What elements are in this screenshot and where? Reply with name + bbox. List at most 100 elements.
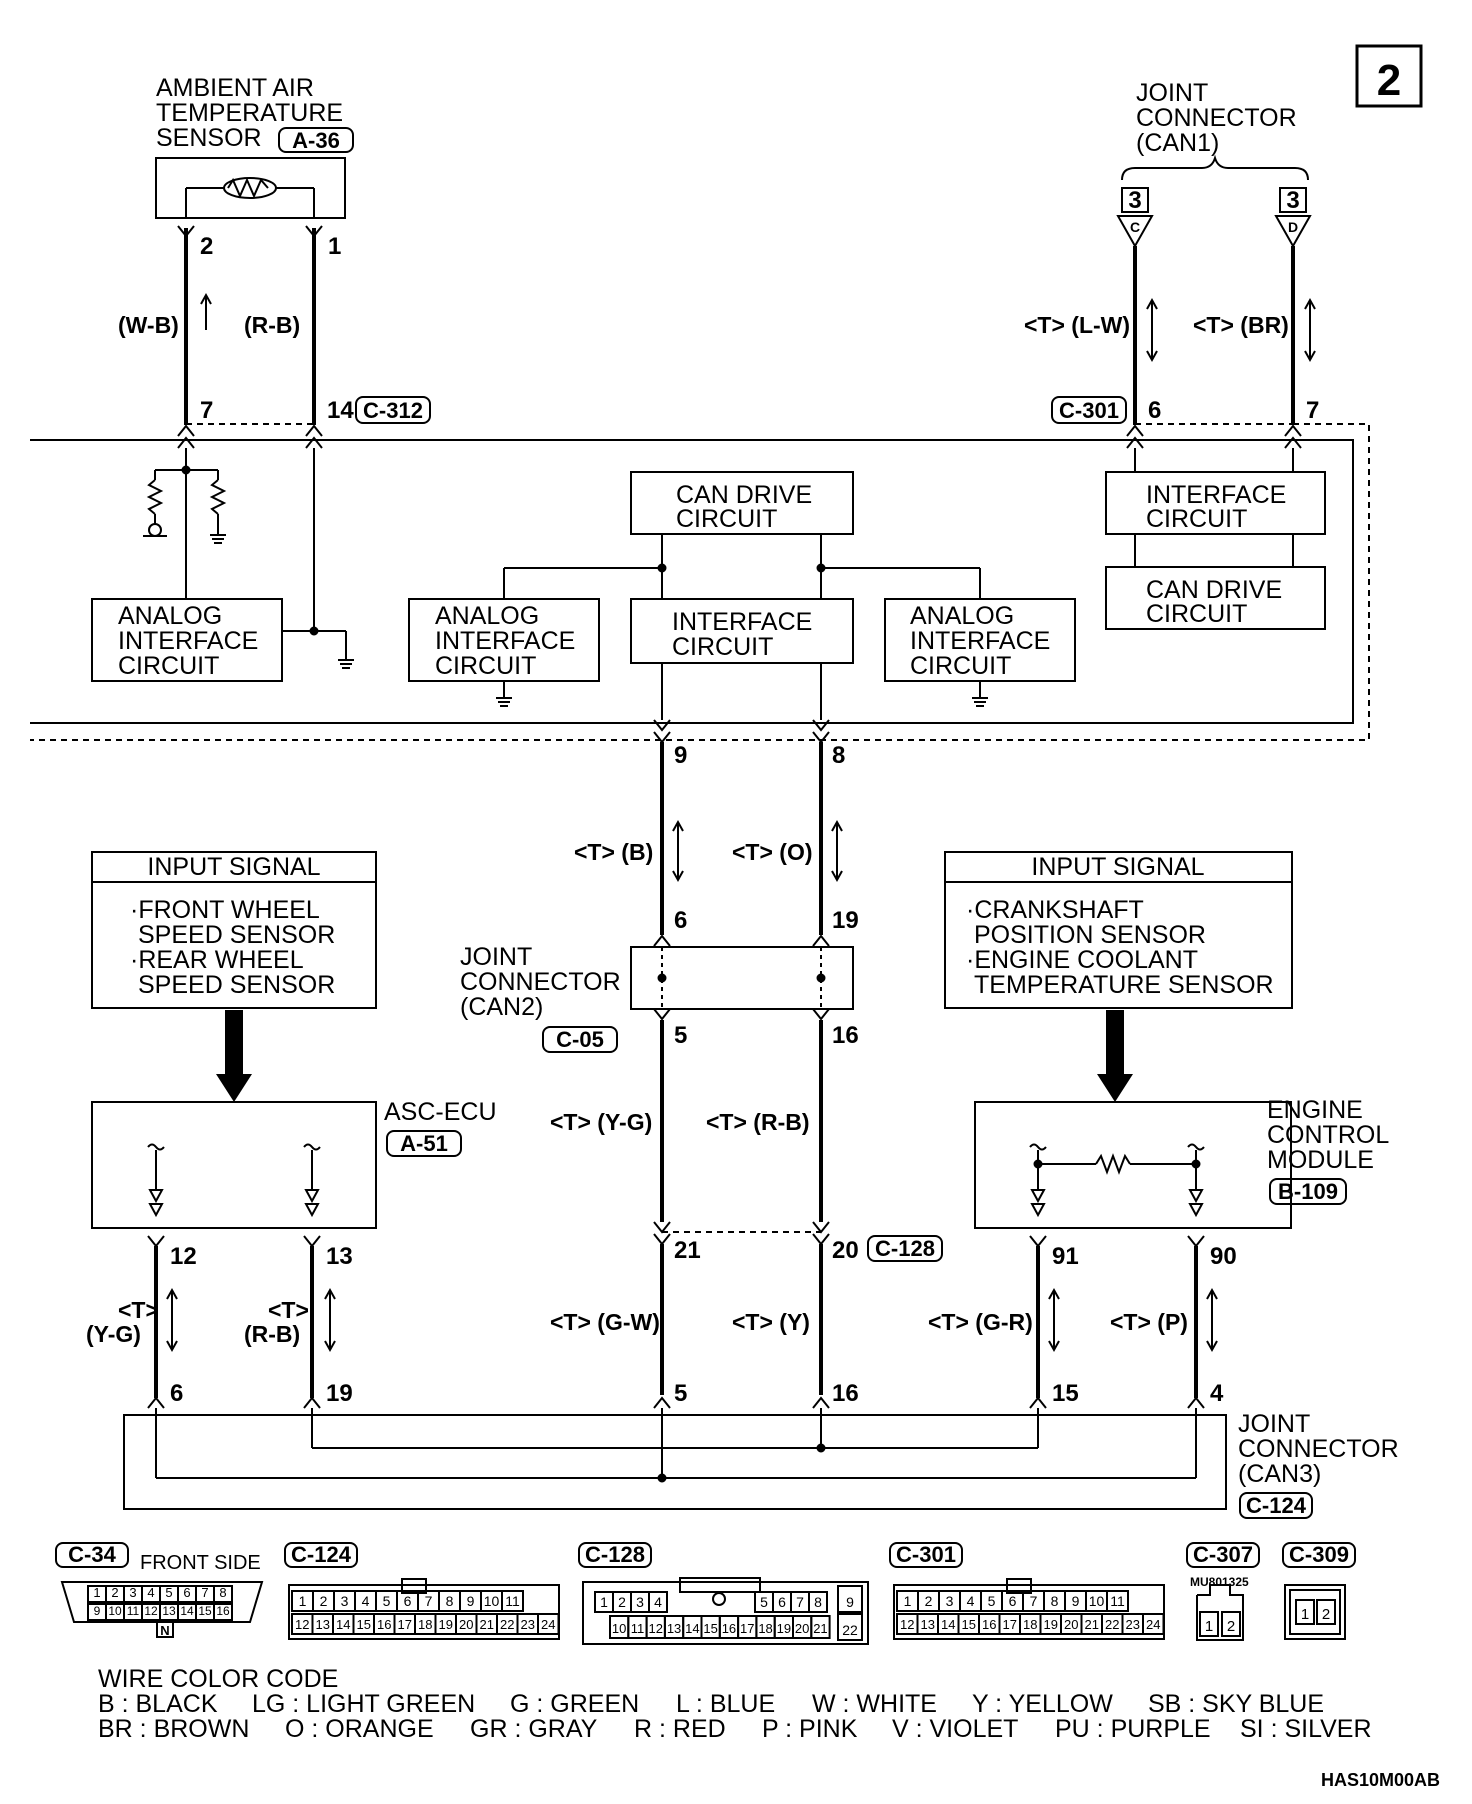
analog-right-label-3: CIRCUIT (910, 652, 1011, 680)
legend-o: O : ORANGE (285, 1715, 434, 1743)
pin-12: 12 (170, 1243, 197, 1270)
lower-wires (154, 1246, 1198, 1398)
center-bottom-wires (660, 1244, 823, 1395)
pin-number: 13 (316, 1617, 330, 1632)
sensor-label-1: AMBIENT AIR (156, 74, 314, 102)
ecm-label-2: CONTROL (1267, 1121, 1389, 1149)
interface-mid-label-2: CIRCUIT (672, 633, 773, 661)
wire-t-13: <T> (268, 1297, 309, 1323)
pin-cell (648, 1591, 668, 1613)
pin-number: 16 (377, 1617, 391, 1632)
legend-pu: PU : PURPLE (1055, 1715, 1211, 1743)
analog-mid-label-2: INTERFACE (435, 627, 575, 655)
pin-number: 1 (93, 1585, 100, 1600)
meter-boundary (30, 439, 1354, 724)
can2-label-3: (CAN2) (460, 993, 543, 1021)
pin-number: 9 (94, 1604, 101, 1618)
can1-ref-d: 3 (1286, 187, 1299, 214)
can1-ref-c: 3 (1128, 187, 1141, 214)
pin-19-can2: 19 (832, 907, 859, 934)
c34-key: N (160, 1623, 169, 1638)
legend-y: Y : YELLOW (972, 1690, 1113, 1718)
page-number: 2 (1377, 56, 1401, 105)
pin-number: 22 (500, 1617, 514, 1632)
wire-color-y-g: <T> (Y-G) (550, 1109, 652, 1135)
wire-t-12: <T> (118, 1297, 159, 1323)
legend-br: BR : BROWN (98, 1715, 249, 1743)
input-right-line-1: ·CRANKSHAFT (966, 896, 1144, 924)
pin-number: 13 (162, 1604, 176, 1618)
pin-number: 19 (439, 1617, 453, 1632)
upper-wires (184, 228, 316, 425)
pin-number: 5 (383, 1593, 391, 1609)
pin-cell (213, 1585, 233, 1603)
analog-left-label-1: ANALOG (118, 602, 222, 630)
analog-left-label-3: CIRCUIT (118, 652, 219, 680)
input-signal-left (91, 851, 377, 1009)
pin-number: 10 (484, 1593, 500, 1609)
pin-cell (837, 1613, 863, 1641)
pin-number: 5 (165, 1585, 172, 1600)
pin-number: 4 (654, 1594, 662, 1610)
pin-6-can3: 6 (170, 1380, 183, 1407)
pin-number: 3 (129, 1585, 136, 1600)
page-number-box: 2 (1355, 44, 1423, 108)
pin-2: 2 (200, 233, 213, 260)
pin-number: 4 (967, 1593, 975, 1609)
connector-c05: C-05 (556, 1027, 604, 1052)
connector-a36: A-36 (292, 128, 340, 153)
pin-number: 8 (1051, 1593, 1059, 1609)
wire-color-code: WIRE COLOR CODE B : BLACK LG : LIGHT GRE… (98, 1665, 1372, 1743)
pin-number: 20 (1064, 1617, 1078, 1632)
pin-number: 10 (108, 1604, 122, 1618)
pin-number: 1 (600, 1594, 608, 1610)
pin-number: 18 (418, 1617, 432, 1632)
wire-color-w-b: (W-B) (118, 312, 179, 338)
pin-number: 17 (740, 1621, 754, 1636)
legend-si: SI : SILVER (1240, 1715, 1372, 1743)
c309-pin-1: 1 (1301, 1606, 1309, 1623)
can2-label-1: JOINT (460, 943, 532, 971)
pin-number: 20 (459, 1617, 473, 1632)
pin-number: 24 (541, 1617, 555, 1632)
pin-number: 7 (201, 1585, 208, 1600)
legend-g: G : GREEN (510, 1690, 639, 1718)
asc-ecu-name: ASC-ECU (384, 1098, 497, 1126)
right-meter-blocks (1105, 448, 1326, 630)
legend-r: R : RED (634, 1715, 726, 1743)
analog-left-label-2: INTERFACE (118, 627, 258, 655)
pin-5-can2: 5 (674, 1022, 687, 1049)
center-meter-blocks (408, 471, 1076, 707)
c309-pin-2: 2 (1322, 1606, 1330, 1623)
c34-note: FRONT SIDE (140, 1552, 261, 1574)
c307-pin-1: 1 (1205, 1618, 1213, 1635)
legend-w: W : WHITE (812, 1690, 937, 1718)
pin-number: 5 (988, 1593, 996, 1609)
connector-a51: A-51 (400, 1131, 448, 1156)
pin-number: 2 (111, 1585, 118, 1600)
c309-id: C-309 (1289, 1542, 1349, 1567)
pin-number: 9 (846, 1594, 854, 1610)
connector-c301-box (1051, 396, 1127, 424)
can1-label-2: CONNECTOR (1136, 104, 1297, 132)
engine-control-module-block (974, 1101, 1347, 1229)
can-drive-right-label-1: CAN DRIVE (1146, 576, 1282, 604)
pin-cell (537, 1613, 560, 1635)
pin-number: 1 (299, 1593, 307, 1609)
pin-number: 3 (946, 1593, 954, 1609)
can1-label-3: (CAN1) (1136, 129, 1219, 157)
pin-number: 7 (796, 1594, 804, 1610)
pin-number: 15 (198, 1604, 212, 1618)
ecm-label-3: MODULE (1267, 1146, 1374, 1174)
pin-91: 91 (1052, 1243, 1079, 1270)
analog-mid-label-1: ANALOG (435, 602, 539, 630)
pin-number: 7 (425, 1593, 433, 1609)
pin-number: 14 (941, 1617, 955, 1632)
can1-wires (1133, 246, 1295, 425)
